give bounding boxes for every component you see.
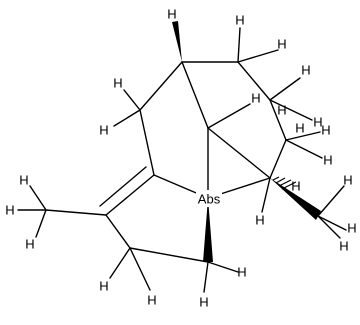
c-h-bond bbox=[203, 261, 209, 293]
hydrogen-atom-label: H bbox=[25, 237, 34, 252]
hash-segment bbox=[278, 179, 292, 187]
bond bbox=[269, 139, 287, 179]
bond bbox=[207, 127, 271, 179]
hydrogen-atom-label: H bbox=[295, 121, 304, 136]
hydrogen-labels: H H H H H H H H H H H H H H H H H H H H … bbox=[5, 7, 356, 310]
bond bbox=[269, 99, 287, 141]
hash-segment bbox=[272, 176, 280, 181]
c-h-bond bbox=[123, 89, 141, 111]
hydrogen-atom-label: H bbox=[113, 76, 122, 91]
c-h-bond bbox=[207, 261, 239, 273]
wedge-bond bbox=[203, 198, 213, 262]
c-h-bond bbox=[29, 185, 47, 211]
hydrogen-atom-label: H bbox=[19, 173, 28, 188]
hydrogen-atom-label: H bbox=[347, 221, 356, 236]
c-h-bond bbox=[207, 103, 251, 129]
bond bbox=[105, 214, 131, 249]
c-h-bond bbox=[35, 209, 47, 238]
c-h-bond bbox=[129, 247, 151, 291]
bond bbox=[139, 61, 183, 111]
hydrogen-atom-label: H bbox=[301, 63, 310, 78]
hashed-bond bbox=[272, 176, 297, 190]
c-h-bond bbox=[261, 177, 271, 213]
hydrogen-atom-label: H bbox=[255, 213, 264, 228]
hydrogen-atom-label: H bbox=[199, 295, 208, 310]
hydrogen-atom-label: H bbox=[321, 123, 330, 138]
hydrogen-atom-label: H bbox=[251, 91, 260, 106]
hydrogen-atom-label: H bbox=[167, 7, 176, 22]
stereo-flag-background bbox=[196, 190, 222, 207]
hash-segment bbox=[275, 177, 286, 184]
hydrogen-atom-label: H bbox=[235, 13, 244, 28]
hydrogen-atom-label: H bbox=[339, 239, 348, 254]
c-h-bond bbox=[237, 27, 241, 63]
hydrogen-atom-label: H bbox=[291, 179, 300, 194]
hydrogen-atom-label: H bbox=[5, 203, 14, 218]
c-h-bond bbox=[317, 215, 341, 239]
bond bbox=[139, 109, 155, 176]
bond bbox=[181, 61, 209, 129]
hydrogen-atom-label: H bbox=[237, 265, 246, 280]
c-h-bond bbox=[285, 131, 321, 141]
hydrogen-atom-label: H bbox=[343, 173, 352, 188]
double-bond bbox=[105, 174, 155, 216]
hydrogen-atom-label: H bbox=[277, 37, 286, 52]
c-h-bond bbox=[317, 185, 345, 217]
hydrogen-atom-label: H bbox=[99, 123, 108, 138]
c-h-bond bbox=[269, 99, 313, 121]
stereo-flag-label: Abs bbox=[198, 192, 221, 207]
c-h-bond bbox=[285, 139, 323, 159]
hash-segment bbox=[281, 181, 297, 190]
hydrogen-atom-label: H bbox=[323, 153, 332, 168]
c-h-bond bbox=[113, 109, 141, 127]
bond-layer bbox=[17, 27, 347, 293]
c-h-bond bbox=[317, 215, 347, 231]
c-h-bond bbox=[109, 247, 131, 279]
bond bbox=[45, 209, 107, 216]
hydrogen-atom-label: H bbox=[99, 279, 108, 294]
bond bbox=[237, 61, 271, 101]
c-h-bond bbox=[269, 77, 301, 101]
hydrogen-atom-label: H bbox=[313, 115, 322, 130]
wedge-bond bbox=[172, 21, 182, 62]
hydrogen-atom-label: H bbox=[277, 103, 286, 118]
bond bbox=[129, 247, 209, 263]
double-bond bbox=[99, 166, 147, 207]
c-h-bond bbox=[237, 49, 279, 63]
hydrogen-atom-label: H bbox=[147, 293, 156, 308]
